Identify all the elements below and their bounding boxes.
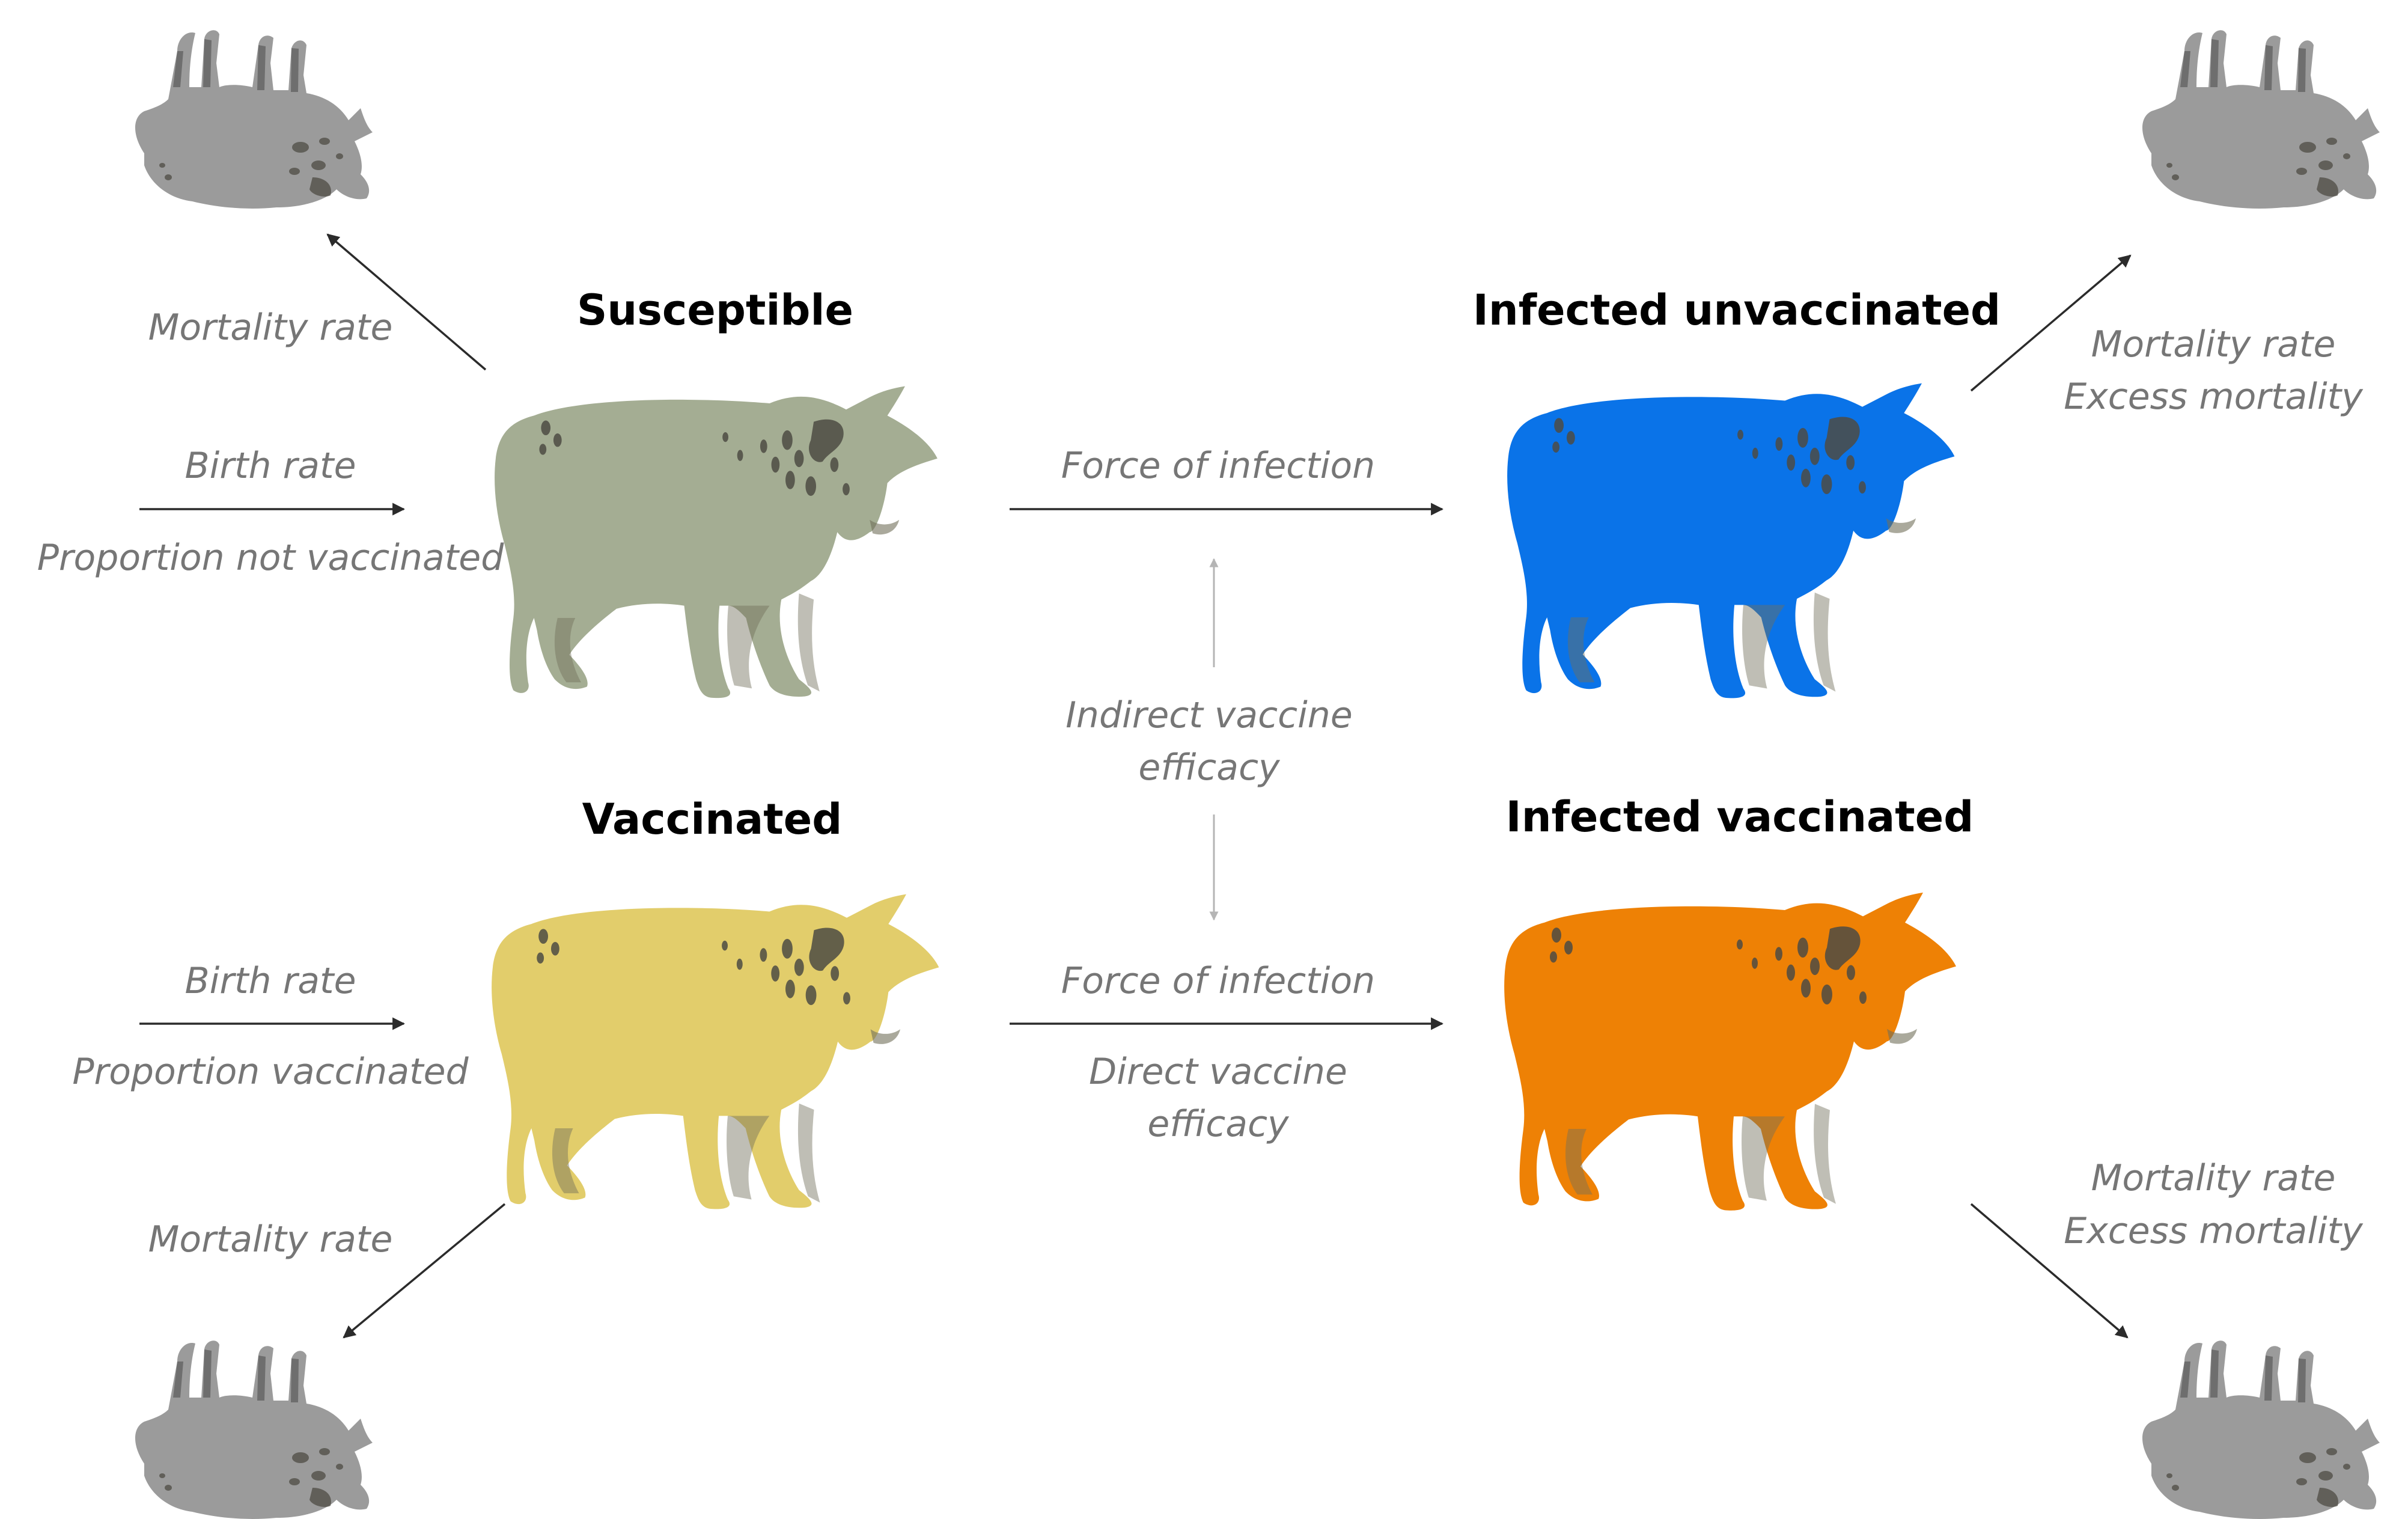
dead-cow-bottom-left-icon (135, 1340, 373, 1519)
title-susceptible: Susceptible (577, 286, 853, 335)
label-direct-1: Direct vaccine (1089, 1051, 1347, 1093)
label-birth-bottom: Birth rate (185, 960, 356, 1002)
cow-vaccinated-icon (492, 894, 939, 1209)
cow-susceptible-icon (495, 386, 937, 698)
label-mortality-bottom-right-2: Excess mortality (2064, 1210, 2364, 1252)
label-direct-2: efficacy (1147, 1103, 1290, 1145)
arrow-mortality-top-left (328, 234, 486, 370)
label-force-top: Force of infection (1061, 445, 1375, 487)
label-mortality-bottom-right-1: Mortality rate (2091, 1157, 2336, 1199)
label-prop-not-vacc: Proportion not vaccinated (37, 537, 505, 579)
title-infected-vaccinated: Infected vaccinated (1506, 792, 1974, 842)
label-indirect-1: Indirect vaccine (1065, 694, 1353, 736)
label-mortality-top-left: Mortality rate (148, 307, 393, 349)
label-mortality-top-right-2: Excess mortality (2064, 376, 2364, 418)
label-mortality-top-right-1: Mortality rate (2091, 323, 2336, 365)
label-prop-vacc: Proportion vaccinated (72, 1051, 469, 1093)
dead-cow-top-left-icon (135, 30, 373, 209)
title-infected-unvaccinated: Infected unvaccinated (1473, 286, 2001, 335)
cow-infected-unvaccinated-icon (1507, 384, 1954, 698)
label-mortality-bottom-left: Mortality rate (148, 1218, 393, 1261)
label-birth-top: Birth rate (185, 445, 356, 487)
label-indirect-2: efficacy (1138, 747, 1281, 789)
dead-cow-top-right-icon (2142, 30, 2380, 209)
cow-infected-vaccinated-icon (1504, 893, 1956, 1211)
dead-cow-bottom-right-icon (2142, 1340, 2380, 1519)
title-vaccinated: Vaccinated (582, 795, 843, 844)
label-force-bottom: Force of infection (1061, 960, 1375, 1002)
